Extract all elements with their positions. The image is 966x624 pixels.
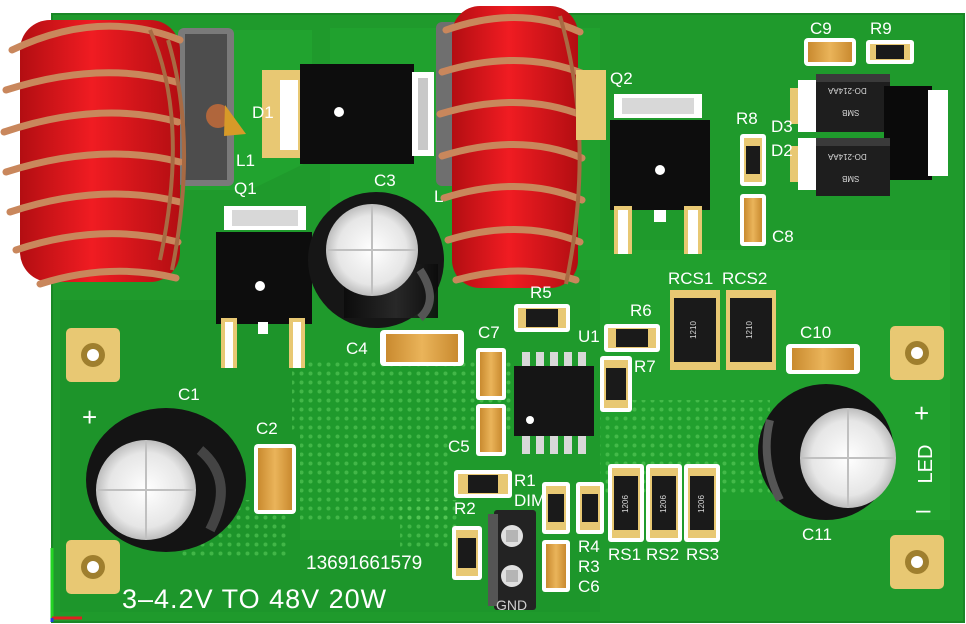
mounting-hole-bottom-left [66, 540, 120, 594]
capacitor-c6 [542, 540, 570, 592]
marking-rs2: 1206 [658, 495, 668, 513]
diode-d1 [262, 64, 434, 164]
resistor-r1 [454, 470, 512, 498]
resistor-rcs1 [670, 290, 720, 370]
label-q1: Q1 [234, 179, 257, 198]
label-gnd: GND [496, 597, 528, 613]
label-c2: C2 [256, 419, 278, 438]
label-c4: C4 [346, 339, 368, 358]
marking-rs1: 1206 [620, 495, 630, 513]
label-rcs2: RCS2 [722, 269, 768, 288]
label-rs3: RS3 [686, 545, 720, 564]
label-output-plus: + [914, 398, 930, 428]
capacitor-c4 [380, 330, 464, 366]
label-output-minus: – [916, 494, 931, 524]
capacitor-c8 [740, 194, 766, 246]
marking-rcs2: 1210 [744, 321, 754, 339]
label-c8: C8 [772, 227, 794, 246]
marking-d2-package: DO-214AA [828, 152, 867, 161]
label-l2: L [434, 187, 444, 206]
label-rs1: RS1 [608, 545, 642, 564]
resistor-r8 [740, 134, 766, 186]
mounting-hole-top-left [66, 328, 120, 382]
resistor-r3 [576, 482, 604, 534]
resistor-rcs2 [726, 290, 776, 370]
label-c7: C7 [478, 323, 500, 342]
inductor-l1 [0, 20, 246, 288]
transistor-q1 [216, 206, 312, 368]
label-r7: R7 [634, 357, 656, 376]
label-rs2: RS2 [646, 545, 680, 564]
label-l1: L1 [236, 151, 255, 170]
resistor-r2 [452, 526, 482, 580]
label-c1: C1 [178, 385, 200, 404]
label-q2: Q2 [610, 69, 633, 88]
label-d1: D1 [252, 103, 274, 122]
label-d3: D3 [771, 117, 793, 136]
marking-d2-type: SMB [842, 174, 860, 183]
capacitor-c1 [86, 408, 246, 552]
label-c11: C11 [802, 525, 832, 544]
resistor-r9 [866, 40, 914, 64]
board-title: 3–4.2V TO 48V 20W [122, 584, 388, 614]
label-led: LED [915, 444, 937, 484]
marking-d3-package: DO-214AA [828, 86, 867, 95]
label-r8: R8 [736, 109, 758, 128]
label-r6: R6 [630, 301, 652, 320]
label-c3: C3 [374, 171, 396, 190]
label-r2: R2 [454, 499, 476, 518]
capacitor-c2 [254, 444, 296, 514]
marking-d3-type: SMB [842, 108, 860, 117]
label-c6: C6 [578, 577, 600, 596]
label-phone-number: 13691661579 [306, 553, 423, 574]
capacitor-c7 [476, 348, 506, 400]
label-input-plus: + [82, 402, 98, 432]
resistor-rs3 [684, 464, 720, 542]
ic-u1 [514, 352, 594, 454]
label-rcs1: RCS1 [668, 269, 714, 288]
resistor-r6 [604, 324, 660, 352]
label-r1: R1 [514, 471, 536, 490]
mounting-hole-top-right [890, 326, 944, 380]
marking-rs3: 1206 [696, 495, 706, 513]
label-d2: D2 [771, 141, 793, 160]
label-u1: U1 [578, 327, 600, 346]
label-c10: C10 [800, 323, 832, 342]
resistor-rs1 [608, 464, 644, 542]
capacitor-c3 [308, 192, 444, 328]
diode-d2 [790, 138, 890, 196]
mounting-hole-bottom-right [890, 535, 944, 589]
marking-rcs1: 1210 [688, 321, 698, 339]
capacitor-c10 [786, 344, 860, 374]
axis-gizmo-icon [50, 548, 82, 622]
label-r5: R5 [530, 283, 552, 302]
dim-connector [488, 510, 536, 610]
label-c9: C9 [810, 19, 832, 38]
inductor-l2 [436, 6, 606, 288]
resistor-r7 [600, 356, 632, 412]
transistor-q2 [610, 94, 710, 254]
resistor-r4 [542, 482, 570, 534]
label-r4: R4 [578, 537, 600, 556]
label-r9: R9 [870, 19, 892, 38]
diode-d3 [790, 74, 948, 180]
label-r3: R3 [578, 557, 600, 576]
resistor-rs2 [646, 464, 682, 542]
resistor-r5 [514, 304, 570, 332]
capacitor-c11 [758, 384, 896, 520]
capacitor-c5 [476, 404, 506, 456]
label-c5: C5 [448, 437, 470, 456]
capacitor-c9 [804, 38, 856, 66]
label-dim: DIM [514, 491, 546, 510]
